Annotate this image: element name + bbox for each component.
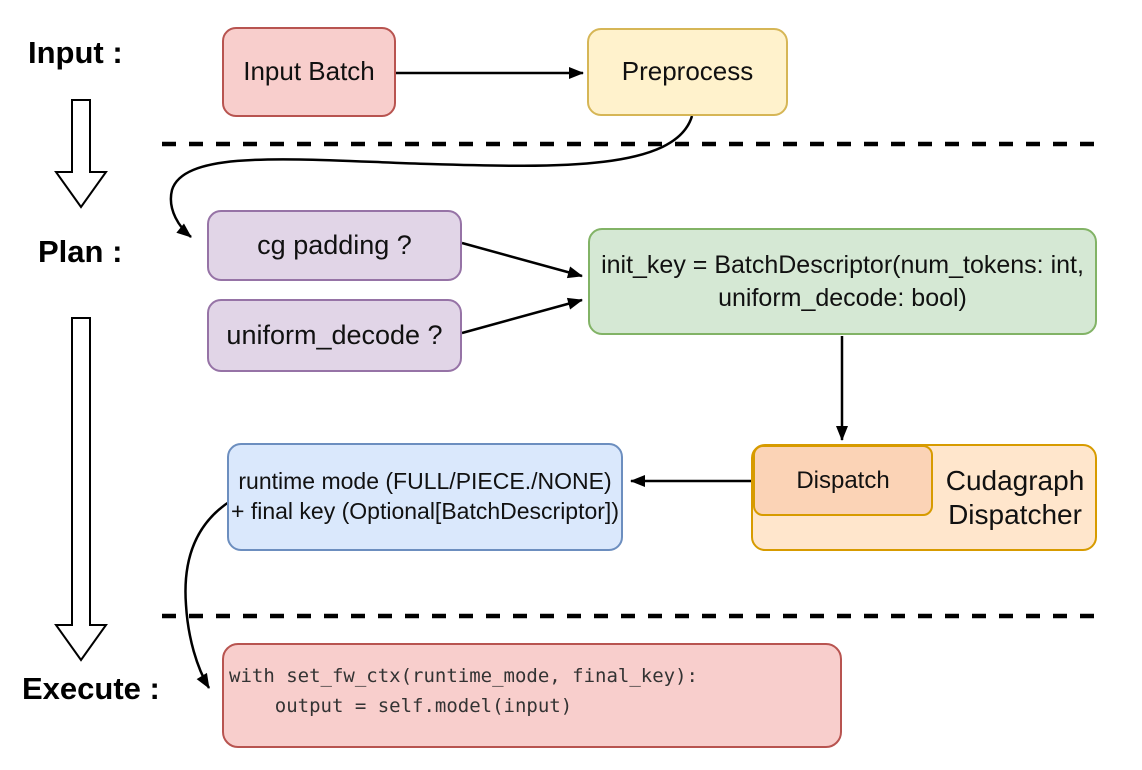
node-input-batch: Input Batch bbox=[222, 27, 396, 117]
cudagraph-dispatcher-line-2: Dispatcher bbox=[948, 498, 1082, 530]
node-preprocess: Preprocess bbox=[587, 28, 788, 116]
arrow-cg-padding-to-init-key bbox=[461, 241, 583, 279]
node-dispatch: Dispatch bbox=[753, 445, 933, 516]
section-label-execute: Execute : bbox=[22, 671, 160, 706]
arrow-preprocess-to-cg-padding bbox=[169, 115, 694, 238]
cudagraph-dispatcher-line-1: Cudagraph bbox=[945, 464, 1085, 496]
execute-code-line-1: with set_fw_ctx(runtime_mode, final_key)… bbox=[229, 665, 698, 687]
execute-code-line-2: output = self.model(input) bbox=[229, 695, 573, 717]
section-label-plan: Plan : bbox=[38, 234, 123, 269]
arrow-uniform-decode-to-init-key bbox=[461, 297, 583, 335]
runtime-mode-line-1: runtime mode (FULL/PIECE./NONE) bbox=[238, 468, 612, 495]
node-runtime-mode: runtime mode (FULL/PIECE./NONE) + final … bbox=[227, 443, 623, 551]
node-execute-code: with set_fw_ctx(runtime_mode, final_key)… bbox=[222, 643, 842, 748]
arrow-runtime-mode-to-execute-code bbox=[184, 498, 233, 689]
node-cg-padding: cg padding ? bbox=[207, 210, 462, 281]
init-key-line-2: uniform_decode: bool) bbox=[718, 283, 967, 312]
hollow-arrow-input-to-plan bbox=[54, 99, 108, 209]
hollow-arrow-plan-to-execute bbox=[54, 317, 108, 662]
node-init-key: init_key = BatchDescriptor(num_tokens: i… bbox=[588, 228, 1097, 335]
node-uniform-decode: uniform_decode ? bbox=[207, 299, 462, 372]
cudagraph-dispatcher-label: Cudagraph Dispatcher bbox=[933, 444, 1097, 551]
section-label-input: Input : bbox=[28, 35, 123, 70]
runtime-mode-line-2: + final key (Optional[BatchDescriptor]) bbox=[231, 498, 619, 524]
init-key-line-1: init_key = BatchDescriptor(num_tokens: i… bbox=[601, 251, 1084, 279]
